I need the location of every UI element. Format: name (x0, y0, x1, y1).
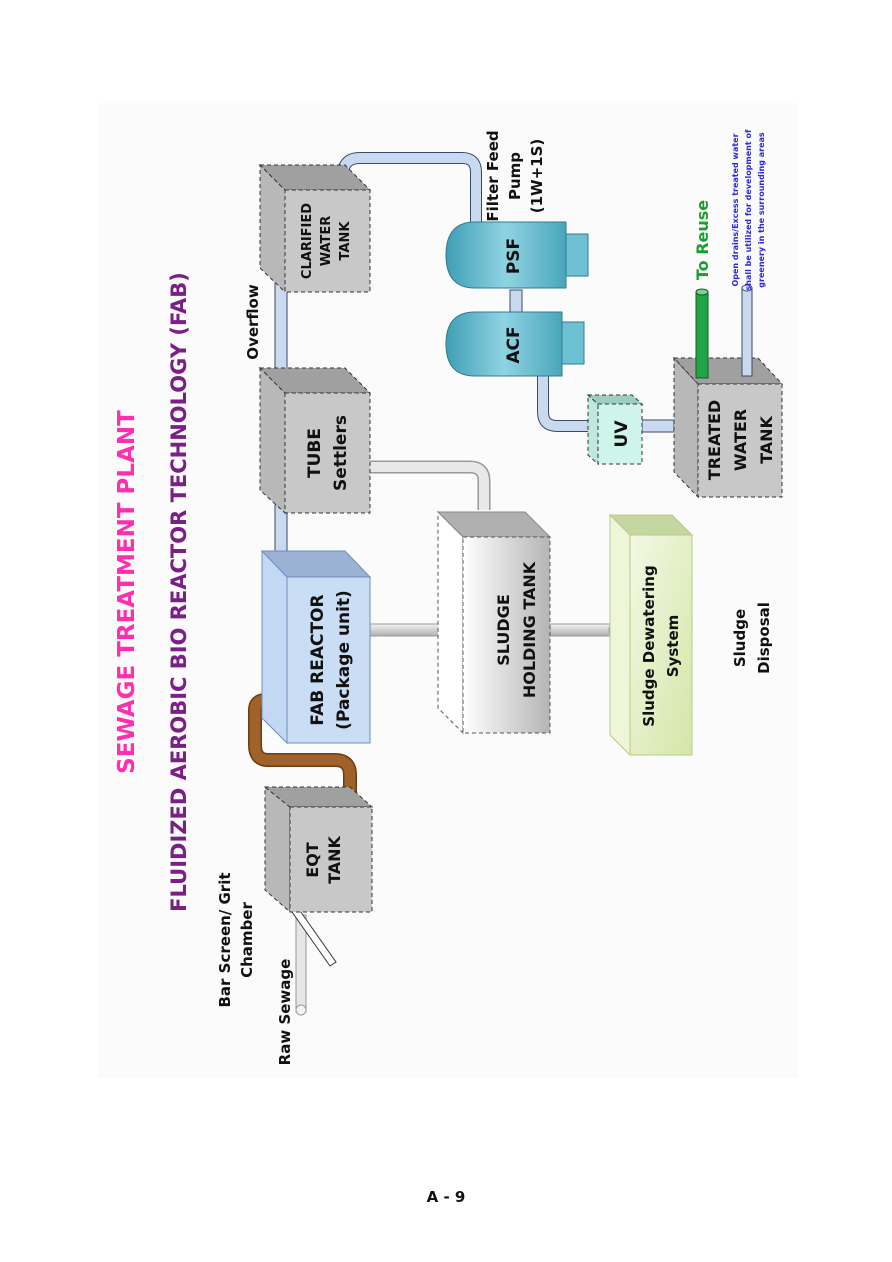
tube-settlers (258, 366, 372, 515)
treated-tank-label-3: TANK (757, 415, 776, 463)
psf-filter (445, 221, 589, 289)
treated-tank-label-1: TREATED (705, 400, 724, 480)
clarified-tank-label-1: CLARIFIED (300, 203, 315, 279)
drain-note-line2: shall be utilized for development of (744, 129, 753, 290)
acf-filter (445, 311, 585, 377)
raw-sewage-label: Raw Sewage (276, 959, 294, 1066)
tube-settlers-label-1: TUBE (305, 428, 325, 478)
clarified-tank-label-2: WATER (319, 216, 334, 267)
page-number: A - 9 (426, 1188, 466, 1206)
psf-label: PSF (504, 238, 524, 274)
overflow-pipe (274, 281, 288, 373)
eqt-tank-label-2: TANK (325, 835, 344, 883)
tube-settlers-label-2: Settlers (331, 415, 351, 491)
acf-label: ACF (504, 326, 524, 363)
sludge-dewatering-label-1: Sludge Dewatering (640, 565, 658, 726)
filter-feed-pump-label-1: Filter Feed (484, 130, 502, 221)
pipe-fab-to-sludge (369, 623, 441, 637)
sludge-holding-label-2: HOLDING TANK (520, 561, 539, 698)
uv-label: UV (612, 420, 632, 448)
bar-screen-label-line2: Chamber (238, 902, 256, 978)
drain-note-line1: Open drains/Excess treated water (731, 133, 740, 286)
clarified-tank-label-3: TANK (338, 221, 353, 261)
fab-reactor-label-2: (Package unit) (334, 590, 354, 730)
clarified-water-tank (258, 163, 372, 294)
fab-reactor-label-1: FAB REACTOR (308, 594, 328, 725)
pipe-sludge-to-dewatering (549, 623, 615, 637)
sludge-holding-tank (436, 510, 552, 735)
sludge-dewatering-system (608, 513, 694, 757)
fab-reactor (260, 549, 372, 745)
drain-pipe (741, 284, 753, 377)
overflow-label: Overflow (244, 284, 262, 360)
filter-feed-pump-label-3: (1W+1S) (528, 139, 546, 214)
uv-unit (586, 393, 644, 466)
pipe-uv-to-treated (641, 419, 675, 433)
sub-title: FLUIDIZED AEROBIC BIO REACTOR TECHNOLOGY… (167, 272, 191, 912)
treated-tank-label-2: WATER (731, 409, 750, 471)
filter-feed-pump-label-2: Pump (506, 152, 524, 200)
bar-screen-label-line1: Bar Screen/ Grit (216, 872, 234, 1007)
sludge-disposal-label-2: Disposal (755, 602, 773, 674)
sludge-disposal-label-1: Sludge (731, 609, 749, 667)
sludge-dewatering-label-2: System (664, 615, 682, 677)
main-title: SEWAGE TREATMENT PLANT (114, 410, 140, 774)
pipe-psf-to-acf (509, 289, 523, 315)
eqt-tank (263, 785, 374, 914)
to-reuse-label: To Reuse (693, 200, 712, 280)
drain-note-line3: greenery in the surrounding areas (757, 132, 766, 288)
reuse-pipe (695, 288, 709, 379)
sludge-holding-label-1: SLUDGE (494, 594, 513, 665)
eqt-tank-label-1: EQT (303, 842, 322, 878)
